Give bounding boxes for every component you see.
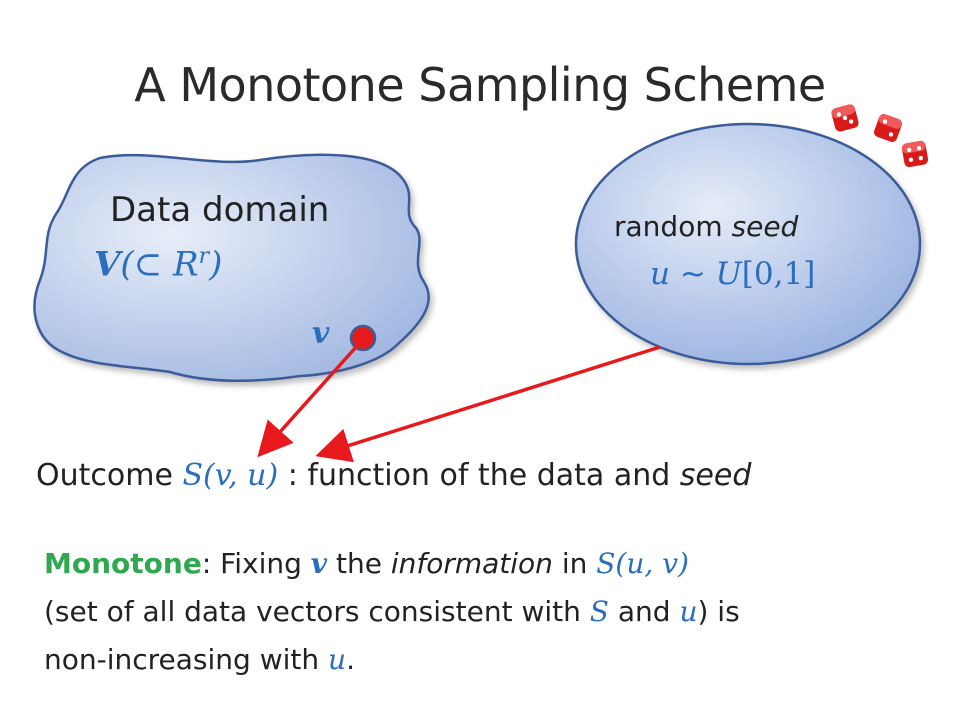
arrow-from-seed [315, 345, 661, 463]
outcome-line: Outcome S(v, u) : function of the data a… [36, 458, 751, 493]
seed-label: random seed [614, 210, 798, 243]
data-domain-formula: V(⊂ Rr) [94, 244, 222, 284]
random-seed-ellipse [574, 122, 922, 366]
seed-var: u [650, 256, 670, 292]
monotone-expr: S(u, v) [596, 547, 689, 580]
seed-label-italic: seed [731, 210, 799, 243]
outcome-prefix: Outcome [36, 458, 183, 493]
outcome-expr: S(v, u) [182, 458, 279, 493]
monotone-t7: non-increasing with [44, 643, 329, 676]
monotone-keyword: Monotone [44, 547, 202, 580]
subset-expr: (⊂ [120, 244, 173, 285]
monotone-u2: u [328, 643, 347, 676]
data-domain-cloud [33, 153, 430, 382]
monotone-t4: (set of all data vectors consistent with [44, 595, 590, 628]
monotone-t5: and [608, 595, 680, 628]
monotone-u: u [679, 595, 698, 628]
monotone-t2: the [327, 547, 391, 580]
monotone-t6: ) is [697, 595, 740, 628]
monotone-info: information [390, 547, 553, 580]
seed-dist: U [715, 256, 742, 292]
seed-label-plain: random [614, 210, 732, 243]
monotone-v: v [310, 547, 328, 580]
monotone-definition: Monotone: Fixing v the information in S(… [44, 540, 924, 684]
close-paren: ) [209, 244, 223, 285]
seed-distribution: u ∼ U[0,1] [650, 256, 815, 292]
seed-op: ∼ [669, 256, 716, 292]
space-exponent: r [198, 244, 210, 269]
dice-icon [831, 104, 859, 132]
point-label: v [312, 316, 330, 351]
monotone-t3: in [552, 547, 597, 580]
monotone-t8: . [346, 643, 355, 676]
dice-icon [874, 114, 902, 142]
outcome-suffix: : function of the data and [278, 458, 680, 493]
arrow-from-v [257, 344, 359, 458]
set-symbol: V [94, 244, 121, 285]
dice-icon [901, 140, 929, 168]
data-point-v [349, 324, 377, 352]
seed-interval: [0,1] [741, 256, 816, 292]
slide-title: A Monotone Sampling Scheme [134, 58, 826, 112]
monotone-S: S [589, 595, 609, 628]
space-symbol: R [172, 244, 199, 285]
monotone-t1: : Fixing [201, 547, 311, 580]
data-domain-label: Data domain [110, 190, 330, 230]
outcome-suffix-italic: seed [679, 458, 752, 493]
